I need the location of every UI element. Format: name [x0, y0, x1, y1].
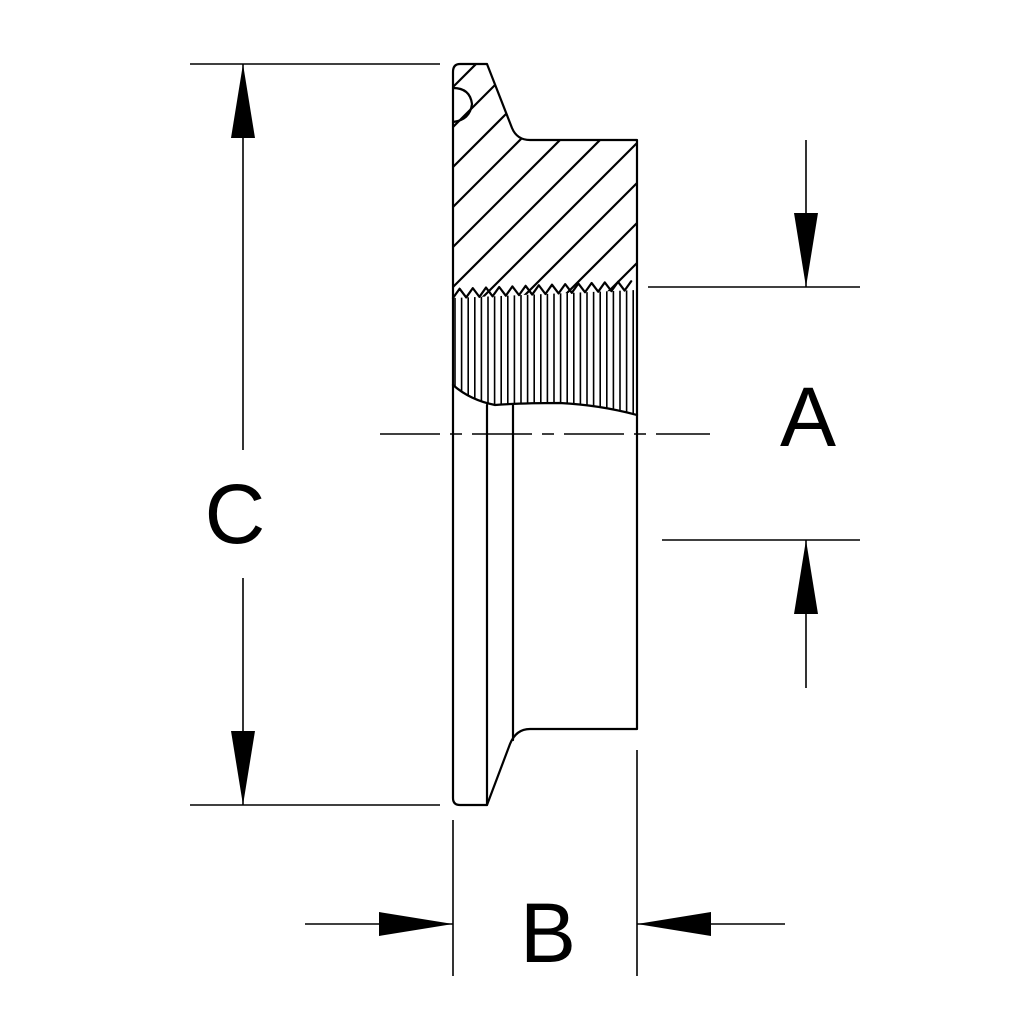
ferrule-outline-lower [451, 383, 639, 807]
hatch-line [0, 0, 340, 400]
c-arrow-down-icon [231, 731, 255, 805]
seal-groove [451, 86, 474, 124]
thread-lines [454, 290, 635, 415]
hatch-line [453, 64, 462, 298]
hatch-line [453, 64, 637, 298]
hatch-line [578, 64, 637, 298]
hatch-line [0, 0, 300, 400]
hatch-line [458, 64, 637, 298]
label-a: A [780, 370, 836, 464]
thread-profile [451, 280, 633, 300]
hatch-line [0, 0, 380, 400]
ferrule-outline-upper [451, 62, 639, 417]
label-c: C [205, 467, 266, 561]
hatch-line [453, 64, 542, 298]
hatch-line [453, 64, 637, 298]
c-arrow-up-icon [231, 64, 255, 138]
b-arrow-right-icon [379, 912, 453, 936]
a-arrow-down-icon [794, 213, 818, 287]
thread-root-curve [451, 383, 639, 417]
hatch-line [453, 64, 502, 298]
b-arrow-left-icon [637, 912, 711, 936]
hatch-line [453, 64, 637, 298]
a-arrow-up-icon [794, 540, 818, 614]
section-hatching [0, 0, 637, 400]
hatch-line [453, 64, 637, 298]
hatch-line [453, 64, 582, 298]
hatch-line [20, 0, 420, 400]
label-b: B [520, 886, 576, 980]
